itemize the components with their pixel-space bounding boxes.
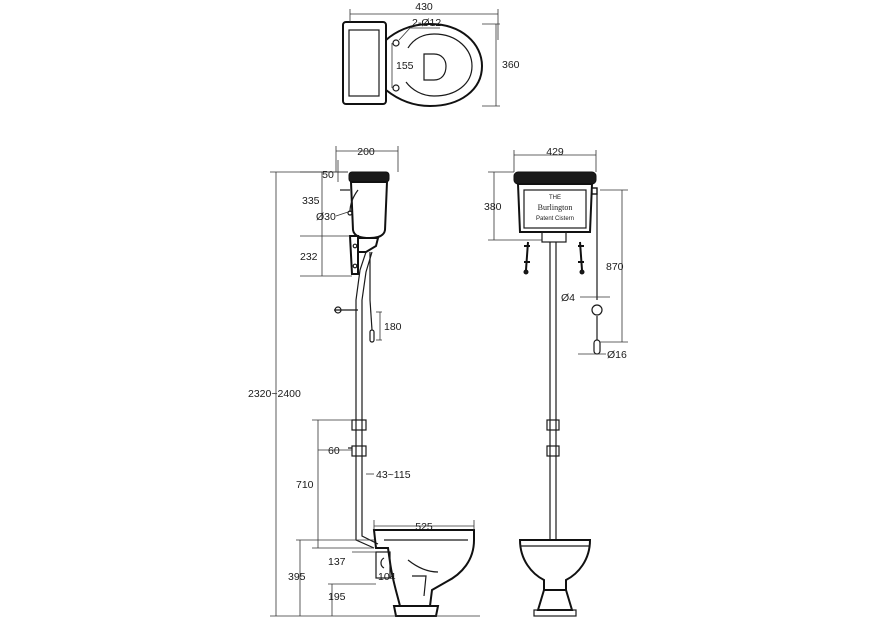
side-plinth [392,605,440,617]
cistern-label-tagline: Patent Cistern [536,216,574,222]
bolt-hole-top [392,39,400,47]
plan-bowl-opening [423,53,447,81]
dim-cistern-width: 429 [546,146,564,158]
dim-bolt-spacing: 155 [396,60,414,72]
dim-inlet-dia: Ø30 [316,211,336,223]
dim-cistern-depth: 200 [357,146,375,158]
dim-pull-length: 870 [606,261,624,273]
dim-cistern-height-front: 380 [484,201,502,213]
dim-pan-height: 395 [288,571,306,583]
dim-pan-offset: 137 [328,556,346,568]
front-pan [518,539,592,591]
side-wall-bracket [348,235,359,275]
side-view: 200 50 335 Ø30 232 2320~2400 180 60 43~1… [248,146,480,617]
dim-top-depth: 360 [502,59,520,71]
cistern-label-brand: Burlington [538,203,573,212]
front-cistern-body [516,183,594,233]
cistern-label-small: THE [549,195,561,201]
dim-bolt-holes: 2-Ø12 [412,17,441,29]
front-cistern-panel [523,189,587,229]
dim-pan-connector: 60 [328,445,340,457]
dim-pan-length: 525 [415,521,433,533]
front-pull-handle [593,339,601,355]
bolt-hole-bottom [392,84,400,92]
dim-connector-height: 710 [296,479,314,491]
dim-bracket-height: 232 [300,251,318,263]
front-view: THE Burlington Patent Cistern 429 [484,146,628,617]
side-cistern-body [349,181,389,240]
front-bracket-right [578,241,584,271]
front-pedestal [536,589,574,611]
side-bracket [357,237,380,253]
dim-chain-dia: Ø4 [561,292,575,304]
plan-cistern-inner [348,29,380,97]
front-bracket-left [524,241,530,271]
dim-outlet-floor: 195 [328,591,346,603]
dim-top-width: 430 [415,1,433,13]
dim-cistern-height-side: 335 [302,195,320,207]
side-outlet [375,551,391,579]
front-cistern-lid [513,171,597,185]
front-chain-ring [591,304,603,316]
dim-overall-height: 2320~2400 [248,388,301,400]
plan-seat [385,22,484,108]
side-flush-pipe [355,251,375,549]
dim-chain-drop: 180 [384,321,402,333]
plan-seat-inner [405,33,473,97]
dim-outlet-height: 104 [378,571,396,583]
dim-handle-dia: Ø16 [607,349,627,361]
side-cistern-lid [348,171,390,183]
plan-view: 430 2-Ø12 155 360 [342,1,520,108]
dim-cistern-top: 50 [322,169,334,181]
dim-connector-range: 43~115 [376,469,411,481]
